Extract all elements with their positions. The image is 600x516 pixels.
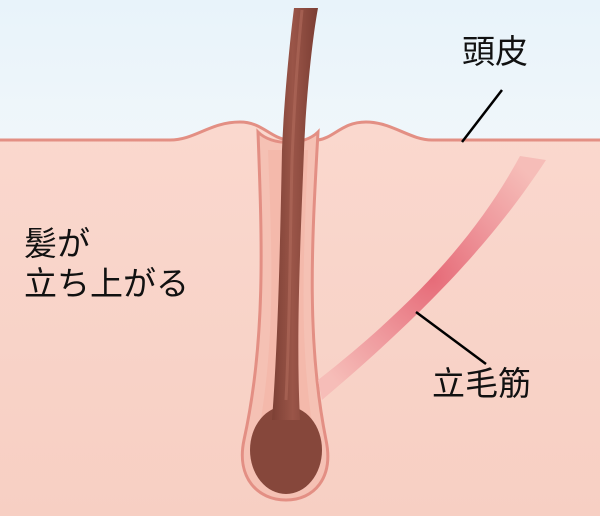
hair-bulb (250, 406, 322, 494)
scalp-label: 頭皮 (462, 32, 528, 71)
hair-highlight (284, 9, 304, 401)
scalp-leader-line (461, 89, 503, 143)
arrector-pili-label: 立毛筋 (432, 364, 531, 403)
hair-rises-line-2: 立ち上がる (24, 264, 189, 304)
hair-shaft (272, 8, 318, 420)
arrector-pili-muscle (318, 156, 546, 400)
hair-rises-label: 髪が 立ち上がる (24, 224, 189, 305)
muscle-leader-line (415, 310, 487, 366)
hair-rises-line-1: 髪が (24, 224, 90, 263)
